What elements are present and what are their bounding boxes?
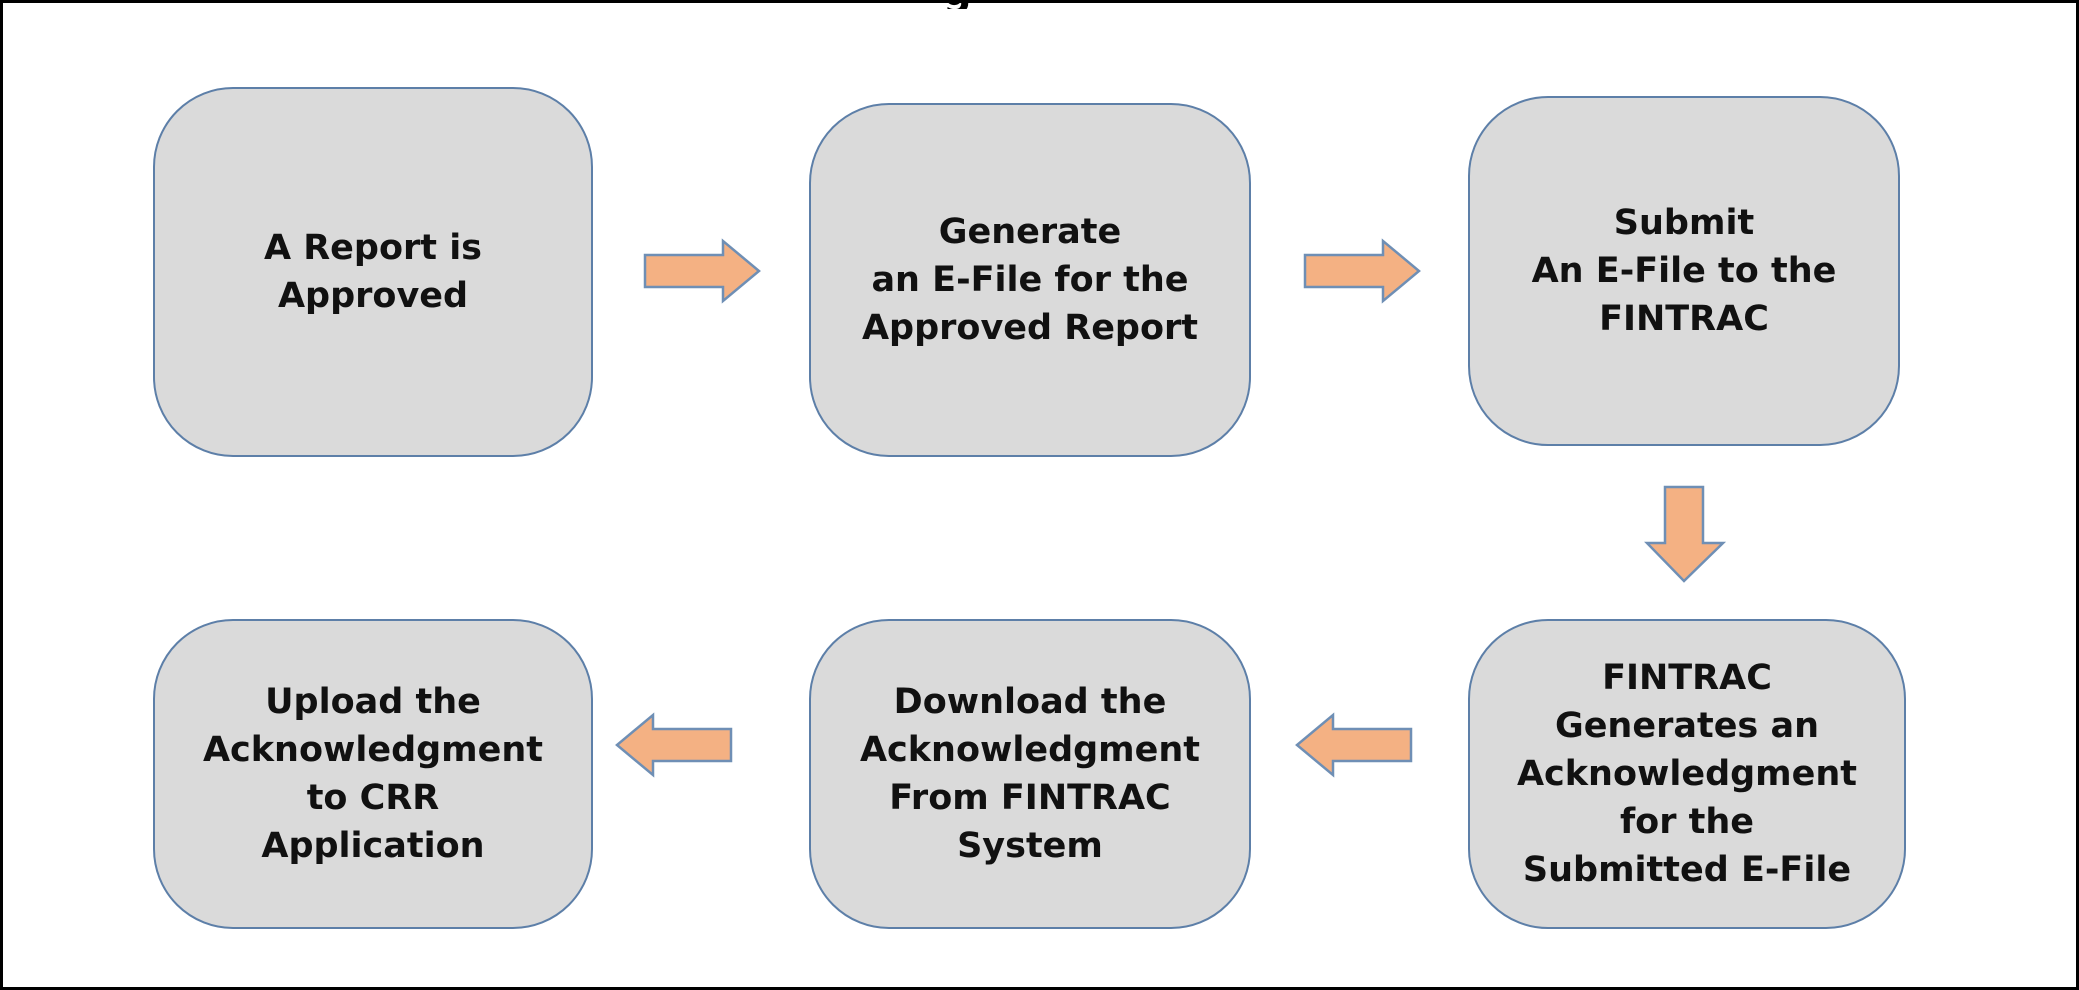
step-report-approved: A Report is Approved [153,87,593,457]
step-label: FINTRAC Generates an Acknowledgment for … [1516,658,1858,890]
step-fintrac-generates-ack: FINTRAC Generates an Acknowledgment for … [1468,619,1906,929]
step-download-ack: Download the Acknowledgment From FINTRAC… [809,619,1251,929]
arrow-down-icon [1644,485,1727,583]
step-label: Download the Acknowledgment From FINTRAC… [859,682,1201,866]
step-label: Upload the Acknowledgment to CRR Applica… [202,682,544,866]
arrow-left-icon [1295,712,1413,778]
step-submit-efile: Submit An E-File to the FINTRAC [1468,96,1900,446]
arrow-left-icon [615,712,733,778]
step-upload-ack: Upload the Acknowledgment to CRR Applica… [153,619,593,929]
arrow-right-icon [643,238,761,304]
clipped-title-fragment: g [943,0,1003,9]
arrow-right-icon [1303,238,1421,304]
step-label: Submit An E-File to the FINTRAC [1531,203,1837,339]
step-label: Generate an E-File for the Approved Repo… [861,212,1199,348]
step-generate-efile: Generate an E-File for the Approved Repo… [809,103,1251,457]
step-label: A Report is Approved [263,228,483,316]
